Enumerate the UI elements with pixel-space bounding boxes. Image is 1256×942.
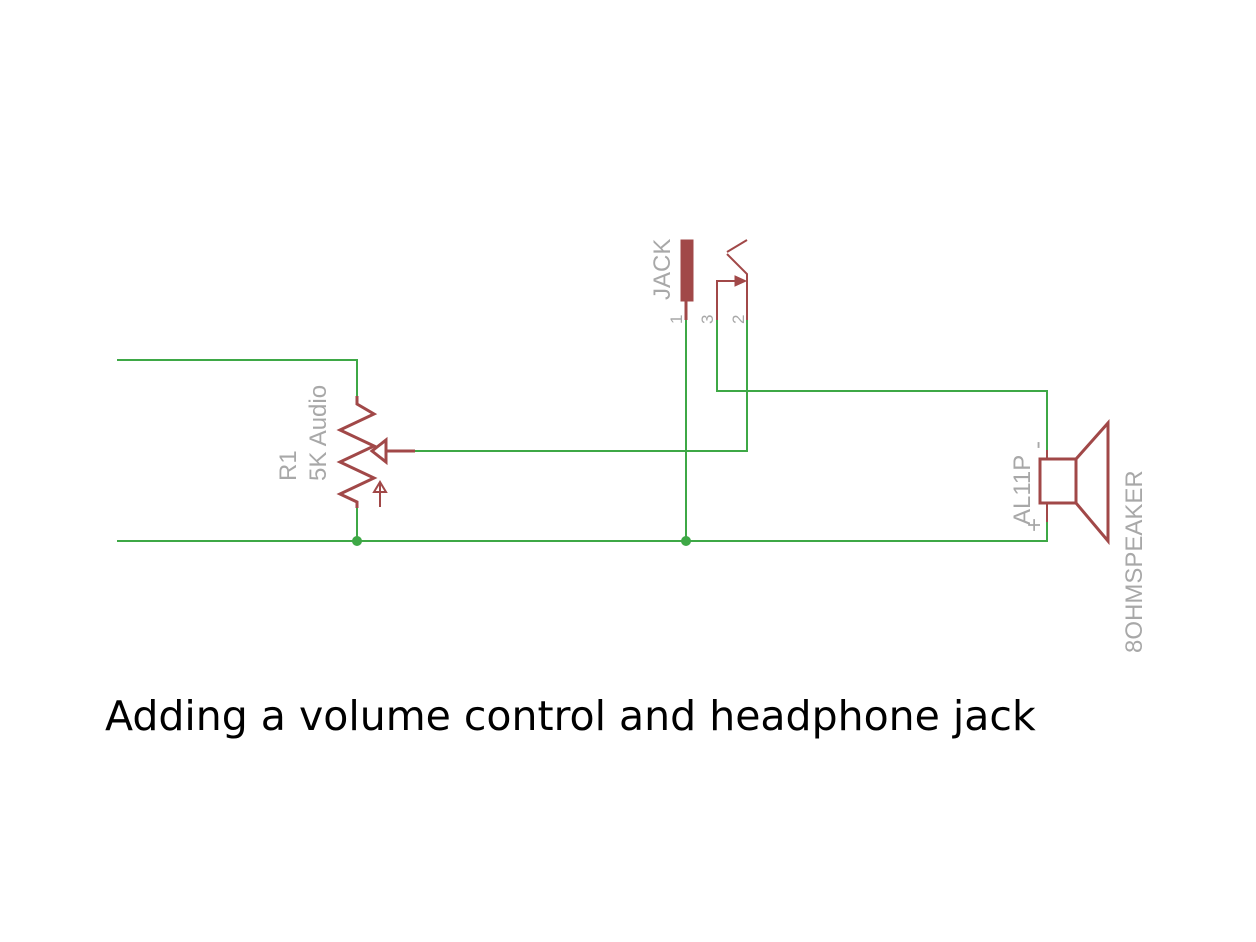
speaker-minus-label: -: [1024, 441, 1051, 449]
adjust-arrow-icon: [372, 480, 388, 507]
speaker-plus-label: +: [1021, 518, 1048, 532]
speaker-name-label: 8OHMSPEAKER: [1121, 470, 1148, 653]
wires: [117, 320, 1048, 546]
jack-pin1-label: 1: [667, 315, 686, 324]
speaker-value-label: AL11P: [1009, 455, 1036, 525]
wire-jack3-to-speaker: [716, 320, 1048, 450]
wire-wiper-to-jack2: [415, 320, 748, 452]
jack-switch-arrow: [734, 275, 748, 287]
wiper-arrow: [369, 436, 388, 466]
jack-sleeve: [680, 239, 694, 302]
diagram-caption: Adding a volume control and headphone ja…: [105, 692, 1036, 740]
wire-top-input: [117, 359, 358, 396]
jack-pin2-label: 2: [729, 315, 748, 324]
potentiometer-symbol: [336, 396, 415, 508]
wire-ground-bus: [117, 522, 1048, 542]
pot-name-label: R1: [275, 450, 302, 481]
junction-dot: [681, 536, 691, 546]
jack-pin3-label: 3: [698, 315, 717, 324]
jack-name-label: JACK: [649, 239, 676, 300]
pot-value-label: 5K Audio: [305, 385, 332, 481]
speaker-cone: [1074, 419, 1110, 546]
jack-symbol: [680, 239, 748, 320]
speaker-symbol: [1038, 419, 1110, 546]
speaker-magnet: [1038, 457, 1078, 505]
jack-tip-contact: [726, 239, 748, 320]
junction-dot: [352, 536, 362, 546]
jack-switch-contact: [716, 280, 742, 320]
resistor-zigzag: [336, 396, 378, 508]
